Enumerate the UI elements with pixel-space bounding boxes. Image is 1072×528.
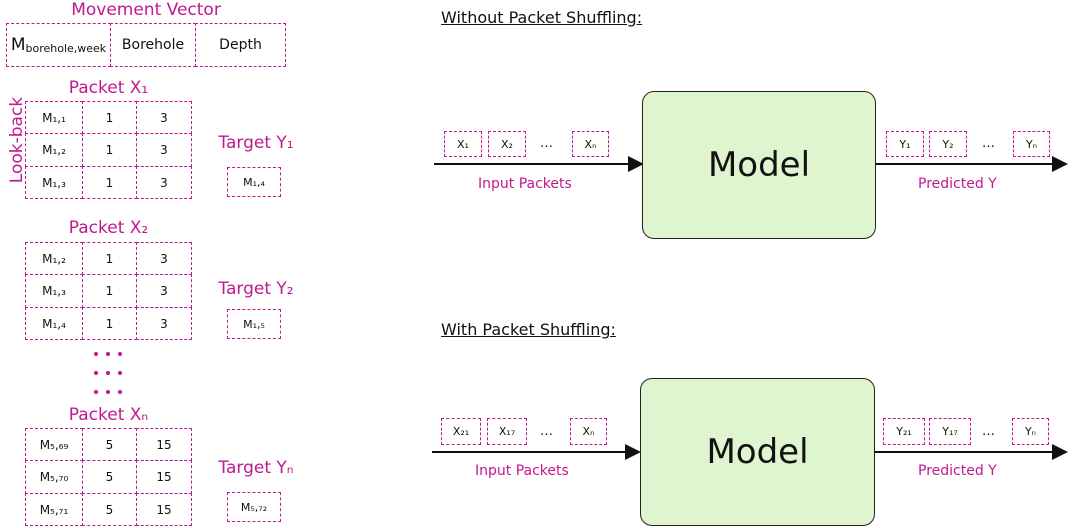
target-2-label: Target Y₂ xyxy=(218,279,294,299)
mv-m-subscript: borehole,week xyxy=(25,41,107,55)
packet-1-title: Packet X₁ xyxy=(68,78,149,98)
with-output-n: Yₙ xyxy=(1012,418,1049,445)
movement-vector-cell-depth: Depth xyxy=(195,23,286,67)
with-output-label: Predicted Y xyxy=(918,463,997,479)
with-input-n: Xₙ xyxy=(570,418,607,445)
target-n-box: M₅,₇₂ xyxy=(227,492,281,522)
without-input-1: X₁ xyxy=(444,131,482,157)
with-input-ellipsis: … xyxy=(540,424,553,439)
without-output-ellipsis: … xyxy=(982,136,995,151)
mv-m-label: M xyxy=(10,35,26,55)
with-output-1: Y₂₁ xyxy=(883,418,925,445)
packet-n-r3-c3: 15 xyxy=(136,493,192,526)
packet-2-title: Packet X₂ xyxy=(68,218,149,238)
without-input-2: X₂ xyxy=(488,131,526,157)
without-input-n: Xₙ xyxy=(572,131,609,157)
without-output-2: Y₂ xyxy=(929,131,967,157)
movement-vector-title: Movement Vector xyxy=(71,0,221,20)
without-output-1: Y₁ xyxy=(886,131,924,157)
without-model-box: Model xyxy=(642,91,876,239)
without-output-label: Predicted Y xyxy=(918,176,997,192)
with-model-box: Model xyxy=(640,378,875,526)
packet-1-r3-c3: 3 xyxy=(136,166,192,199)
with-output-2: Y₁₇ xyxy=(929,418,971,445)
target-2-box: M₁,₅ xyxy=(227,309,281,339)
packet-2-r3-c3: 3 xyxy=(136,307,192,340)
target-1-box: M₁,₄ xyxy=(227,167,281,197)
without-input-ellipsis: … xyxy=(540,136,553,151)
with-input-1: X₂₁ xyxy=(441,418,481,445)
with-input-2: X₁₇ xyxy=(487,418,527,445)
packet-n-title: Packet Xₙ xyxy=(68,405,149,425)
with-shuffling-heading: With Packet Shuffling: xyxy=(441,320,616,339)
vertical-ellipsis-icon xyxy=(94,352,122,394)
without-output-n: Yₙ xyxy=(1013,131,1050,157)
target-n-label: Target Yₙ xyxy=(218,458,294,478)
with-output-ellipsis: … xyxy=(982,424,995,439)
target-1-label: Target Y₁ xyxy=(218,133,294,153)
without-input-label: Input Packets xyxy=(478,176,572,192)
with-input-label: Input Packets xyxy=(475,463,569,479)
without-shuffling-heading: Without Packet Shuffling: xyxy=(441,8,643,27)
